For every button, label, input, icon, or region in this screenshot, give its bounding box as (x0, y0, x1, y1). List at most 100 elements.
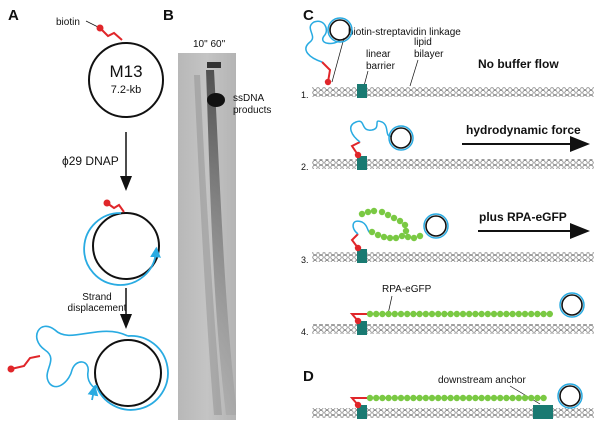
linkage-leader-line (331, 37, 345, 83)
linear-barrier-4 (357, 321, 367, 335)
rpa-bead (466, 310, 473, 318)
product-band (207, 93, 225, 107)
rpa-bead (472, 310, 479, 318)
rpa-bead (428, 394, 436, 402)
rpa-bead (503, 310, 510, 318)
panel-a: A biotin M13 7.2-kb ϕ29 DNAP Strand disp… (7, 7, 169, 411)
rpa-bead (484, 310, 491, 318)
m13-size-label: 7.2-kb (111, 84, 142, 96)
rpa-bead (453, 394, 460, 402)
linker-icon-c4 (349, 313, 368, 322)
rpa-label: RPA-eGFP (382, 284, 432, 295)
m13-outer-d (557, 383, 583, 409)
product-label-2: products (233, 105, 271, 116)
rpa-bead (404, 394, 411, 402)
rpa-bead (459, 394, 467, 402)
biotin-label: biotin (56, 17, 80, 28)
rpa-bead (528, 394, 535, 402)
bilayer-label-1: lipid (414, 37, 432, 48)
rpa-bead (416, 394, 423, 402)
rpa-bead (466, 394, 473, 402)
rpa-bead (534, 310, 541, 318)
linker-icon-d (349, 397, 368, 406)
linear-barrier-3 (357, 249, 367, 263)
template-circle-icon-2 (94, 339, 162, 407)
rpa-bead (410, 394, 417, 402)
rpa-bead (441, 310, 448, 318)
m13-inner-c1 (329, 19, 351, 41)
product-label-1: ssDNA (233, 93, 264, 104)
template-circle-icon (92, 212, 160, 280)
bilayer-1 (312, 87, 594, 97)
m13-inner-c4 (561, 294, 583, 316)
bilayer-4 (312, 324, 594, 334)
dnap-label: ϕ29 DNAP (62, 154, 119, 168)
step-4: 4. (301, 327, 309, 337)
rpa-bead (373, 394, 380, 402)
nascent-strand-icon (83, 212, 161, 286)
barrier-leader-line (363, 70, 369, 87)
strand-arrow-icon (87, 384, 99, 401)
rpa-bead (478, 394, 485, 402)
rpa-bead (373, 310, 380, 318)
rpa-bead (397, 310, 405, 318)
linker-icon-c2 (350, 141, 361, 156)
rpa-bead (416, 310, 423, 318)
m13-inner-d (559, 385, 581, 407)
rpa-bead (447, 310, 454, 318)
rpa-bead (540, 310, 547, 318)
panel-label-c: C (303, 7, 314, 24)
rpa-bead (435, 310, 442, 318)
rpa-bead (534, 394, 541, 402)
panel-label-d: D (303, 368, 314, 385)
linear-barrier-2 (357, 156, 367, 170)
rpa-bead (422, 394, 429, 402)
no-flow-label: No buffer flow (478, 57, 559, 71)
hydro-label: hydrodynamic force (466, 123, 581, 137)
biotin-linker-icon-2 (106, 202, 125, 213)
step-2: 2. (301, 162, 309, 172)
rpa-bead (459, 310, 467, 318)
rpa-bead (546, 310, 553, 318)
anchor-label: downstream anchor (438, 375, 526, 386)
rpa-bead (515, 310, 522, 318)
bilayer-label-2: bilayer (414, 49, 444, 60)
rpa-coated-ssdna-c3 (358, 207, 424, 242)
rpa-bead (441, 394, 448, 402)
panel-d: D downstream anchor (303, 368, 594, 419)
m13-circle-icon (88, 42, 164, 118)
linkage-label: biotin-streptavidin linkage (348, 27, 461, 38)
rpa-bead (366, 394, 374, 402)
bilayer-leader-line (409, 59, 419, 87)
linear-barrier-d (357, 405, 367, 419)
rpa-coated-ssdna-c4 (366, 310, 553, 318)
rpa-bead (490, 394, 498, 402)
rpa-bead (391, 394, 398, 402)
rpa-bead (397, 394, 405, 402)
strand-label-1: Strand (82, 292, 111, 303)
rpa-bead (404, 310, 411, 318)
downstream-anchor (533, 405, 553, 419)
step-1: 1. (301, 90, 309, 100)
panel-label-a: A (8, 7, 19, 24)
rpa-bead (435, 394, 442, 402)
rpa-bead (366, 310, 374, 318)
rpa-bead (509, 310, 516, 318)
rpa-bead (453, 310, 460, 318)
rpa-bead (428, 310, 436, 318)
linker-icon-c1 (321, 61, 332, 83)
panel-label-b: B (163, 7, 174, 24)
strand-label-2: displacement (68, 303, 127, 314)
rpa-bead (478, 310, 485, 318)
gel-smear-2 (194, 75, 222, 415)
rpa-bead (528, 310, 535, 318)
biotin-linker-icon-3 (10, 355, 41, 370)
m13-outer-c4 (559, 292, 585, 318)
rpa-bead (391, 310, 398, 318)
m13-inner-c2 (390, 127, 412, 149)
rpa-bead (497, 394, 504, 402)
plus-rpa-label: plus RPA-eGFP (479, 210, 567, 224)
rpa-bead (472, 394, 479, 402)
rpa-bead (521, 310, 529, 318)
